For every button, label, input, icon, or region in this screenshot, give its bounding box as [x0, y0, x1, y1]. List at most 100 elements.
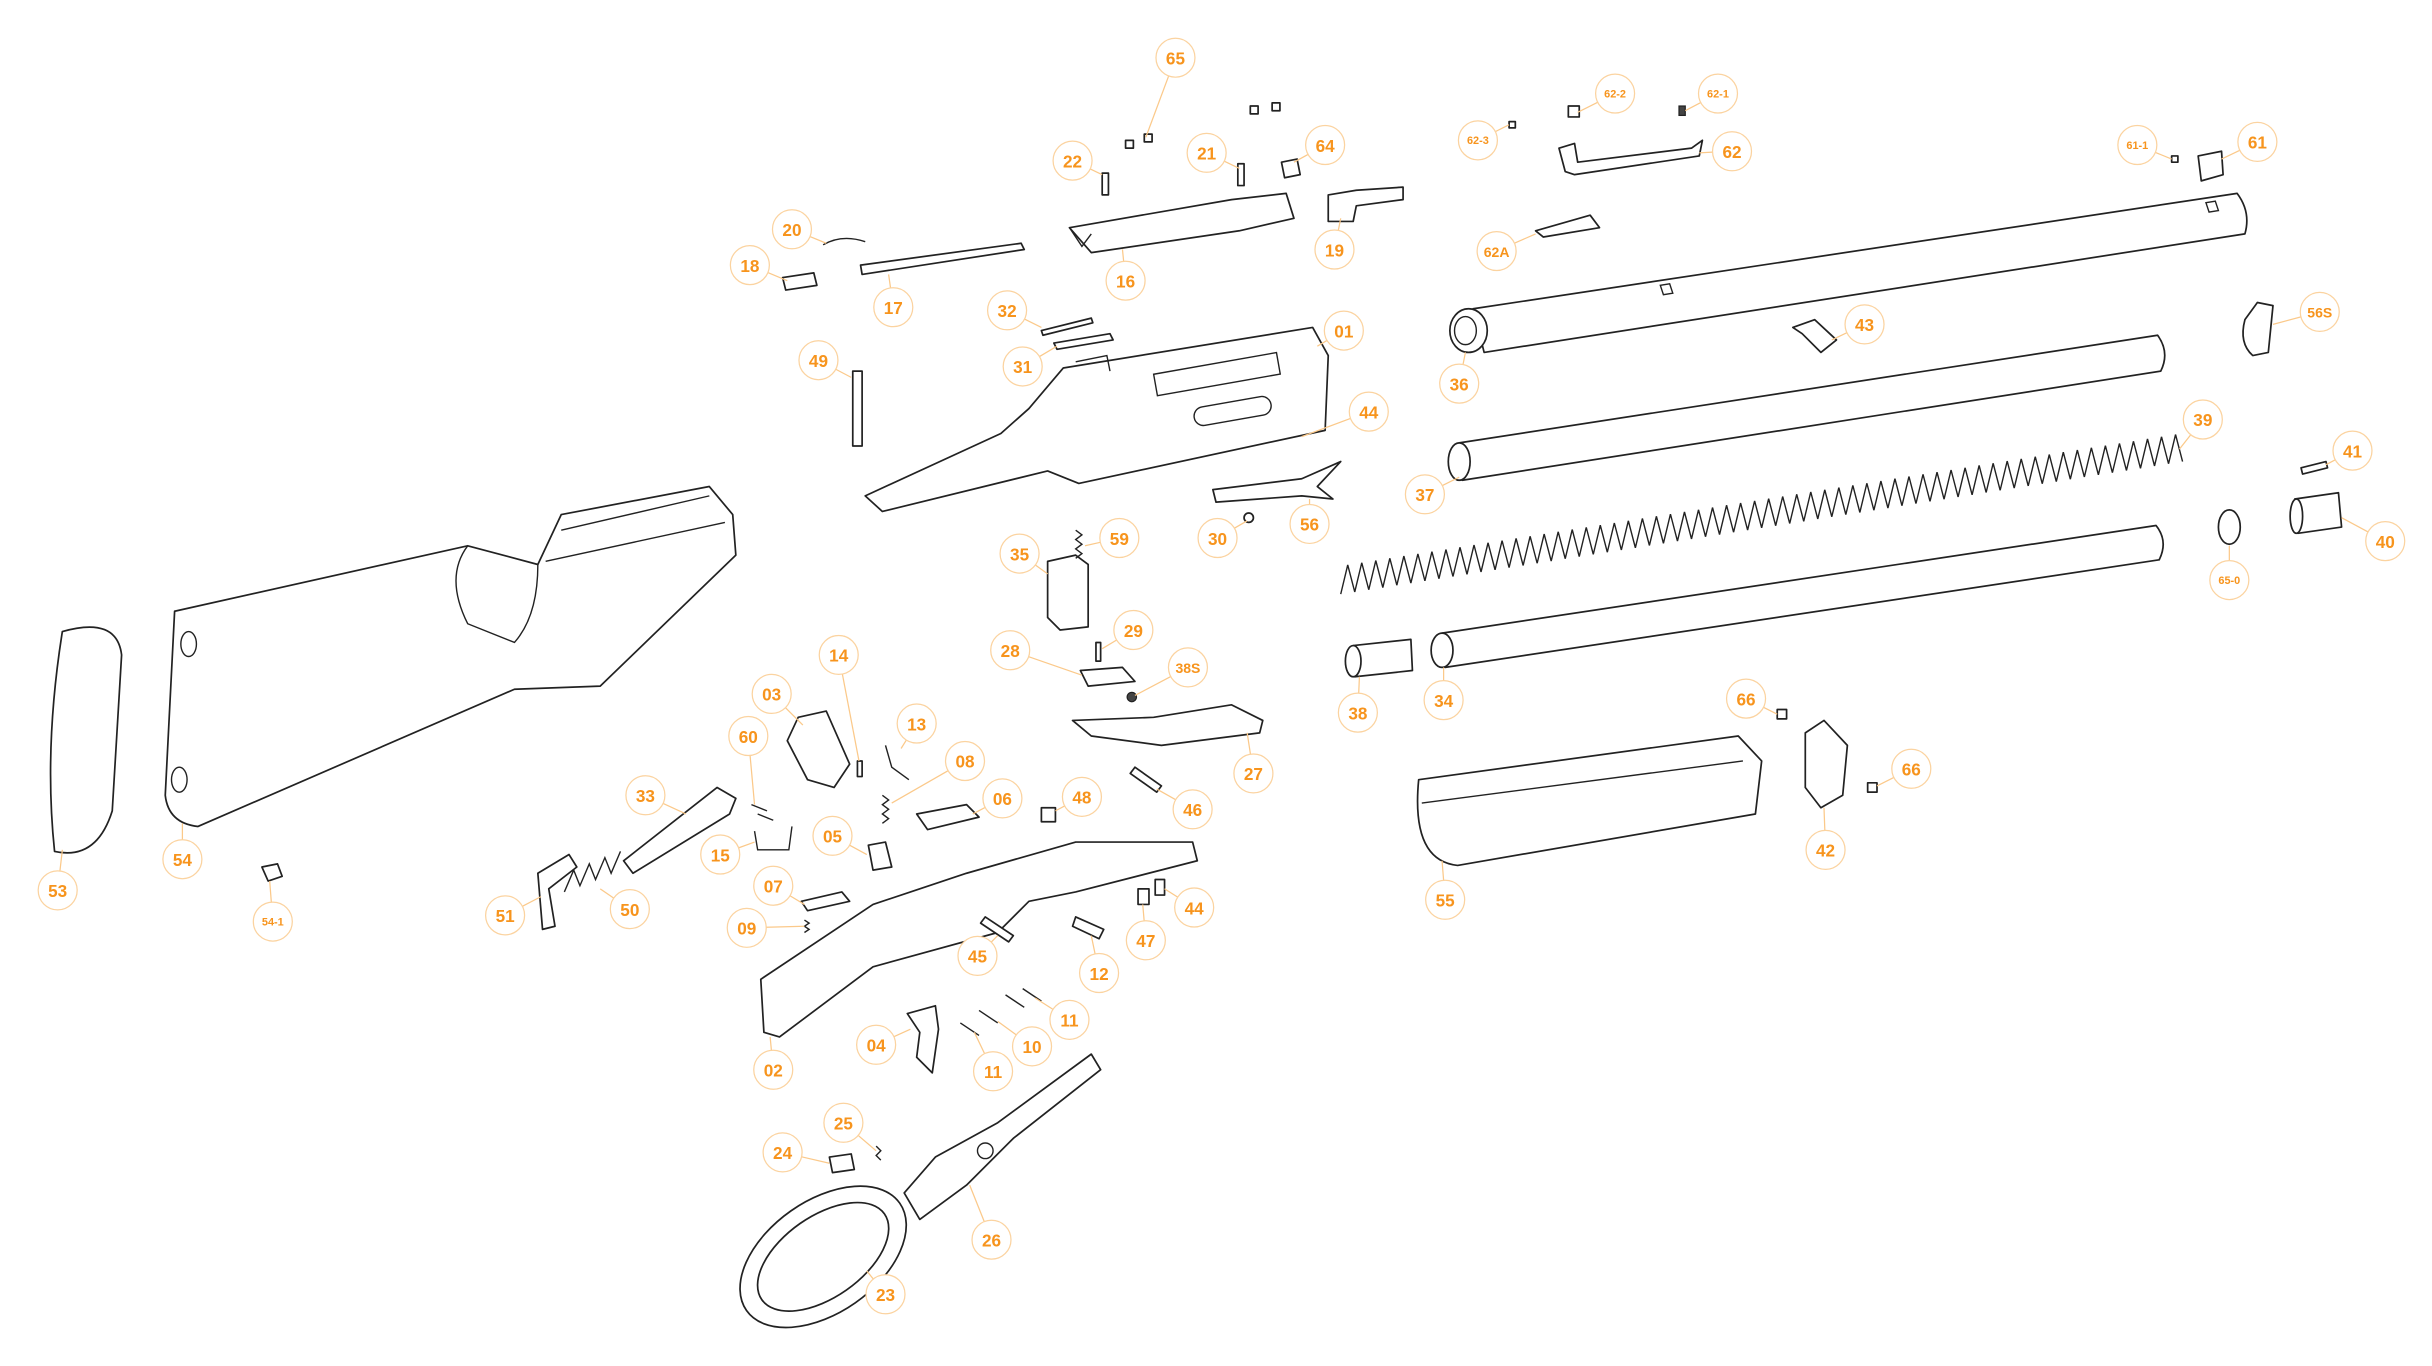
- callout-21: 21: [1186, 132, 1240, 173]
- part-number: 48: [1072, 788, 1091, 808]
- part-number: 11: [984, 1062, 1003, 1082]
- callout-37: 37: [1404, 474, 1460, 515]
- part-number: 10: [1023, 1037, 1042, 1057]
- callout-56: 56: [1289, 498, 1330, 545]
- loading-gate: [1212, 460, 1342, 503]
- part-number: 22: [1063, 151, 1082, 171]
- leader-line: [662, 802, 687, 815]
- part-number: 65-0: [2218, 575, 2240, 587]
- leader-line: [1577, 101, 1598, 113]
- callout-24: 24: [762, 1132, 830, 1173]
- part-number: 36: [1450, 374, 1469, 394]
- part-number: 61: [2248, 133, 2268, 153]
- leader-line: [1876, 776, 1895, 787]
- callout-16: 16: [1105, 249, 1146, 301]
- lever-pin: [851, 370, 863, 447]
- leader-line: [1699, 151, 1713, 154]
- callout-44: 44: [1301, 391, 1389, 438]
- screw-66b: [1866, 781, 1878, 794]
- part-number: 59: [1110, 529, 1129, 549]
- leader-line: [749, 755, 756, 805]
- leader-line: [738, 841, 755, 849]
- callout-02: 02: [753, 1036, 794, 1090]
- leader-line: [1823, 807, 1826, 831]
- part-62-1: [1678, 105, 1686, 117]
- part-number: 62: [1722, 142, 1741, 162]
- callout-25: 25: [823, 1102, 877, 1152]
- callout-circle: [1337, 692, 1378, 733]
- callout-44: 44: [1164, 887, 1215, 928]
- part-44-lower: [1154, 878, 1166, 896]
- callout-circle: [944, 740, 986, 782]
- callout-06: 06: [972, 778, 1023, 819]
- stock-screw: [261, 863, 284, 882]
- callout-circle: [625, 775, 666, 816]
- callout-51: 51: [484, 895, 542, 936]
- callout-08: 08: [891, 740, 986, 804]
- callout-circle: [728, 715, 769, 757]
- callout-49: 49: [798, 340, 852, 381]
- screw-41: [2300, 460, 2329, 475]
- callout-circle: [1113, 609, 1154, 651]
- leader-line: [1142, 904, 1145, 921]
- part-number: 19: [1325, 240, 1344, 260]
- callout-26: 26: [969, 1184, 1012, 1260]
- leader-line: [2155, 151, 2172, 160]
- part-number: 18: [740, 256, 759, 276]
- callout-07: 07: [753, 865, 805, 906]
- callout-circle: [2182, 399, 2223, 440]
- leader-line: [1156, 788, 1176, 801]
- part-number: 31: [1013, 357, 1033, 377]
- screws-65: [1124, 102, 1281, 149]
- carrier-lever: [1053, 332, 1114, 351]
- callout-circle: [726, 907, 767, 948]
- bolt: [1068, 192, 1295, 254]
- callout-circle: [1425, 879, 1466, 920]
- part-number: 53: [48, 881, 67, 901]
- part-number: 60: [739, 727, 758, 747]
- callout-circle: [1011, 1026, 1053, 1067]
- callout-43: 43: [1831, 304, 1885, 345]
- callout-circle: [818, 634, 859, 676]
- barrel: [1448, 192, 2248, 354]
- callout-circle: [1002, 346, 1043, 387]
- leader-line: [887, 274, 892, 288]
- callout-41: 41: [2325, 430, 2373, 471]
- callout-32: 32: [986, 290, 1042, 331]
- callout-31: 31: [1002, 345, 1058, 387]
- callout-11: 11: [1034, 997, 1090, 1040]
- callout-42: 42: [1805, 807, 1846, 870]
- leader-line: [1134, 675, 1172, 697]
- leader-line: [990, 935, 999, 943]
- part-number: 23: [876, 1285, 895, 1305]
- callout-54: 54: [162, 823, 203, 880]
- part-number: 39: [2193, 410, 2212, 430]
- part-number: 15: [711, 845, 731, 865]
- leader-line: [767, 272, 788, 282]
- part-number: 11: [1060, 1011, 1079, 1031]
- callout-circle: [762, 1132, 803, 1173]
- pins-10-11: [959, 988, 1042, 1036]
- callout-circle: [1155, 37, 1196, 78]
- part-number: 28: [1001, 641, 1020, 661]
- callout-30: 30: [1197, 517, 1248, 559]
- callout-circle: [1289, 503, 1330, 545]
- callout-23: 23: [865, 1270, 906, 1315]
- callout-35: 35: [999, 533, 1048, 575]
- part-number: 41: [2343, 441, 2363, 461]
- leader-line: [1246, 732, 1252, 755]
- callout-circle: [1233, 753, 1274, 794]
- callout-circle: [37, 870, 78, 911]
- leader-line: [801, 1156, 830, 1164]
- leader-line: [1055, 805, 1065, 812]
- part-number: 26: [982, 1230, 1001, 1250]
- callout-circle: [771, 209, 813, 250]
- callout-53: 53: [37, 849, 78, 911]
- parts-layer: [49, 102, 2343, 1329]
- leader-line: [1034, 997, 1054, 1010]
- callout-62-1: 62-1: [1684, 73, 1739, 114]
- callout-09: 09: [726, 907, 805, 948]
- callout-circle: [812, 815, 853, 856]
- leader-line: [1121, 249, 1125, 262]
- mainspring: [563, 851, 622, 893]
